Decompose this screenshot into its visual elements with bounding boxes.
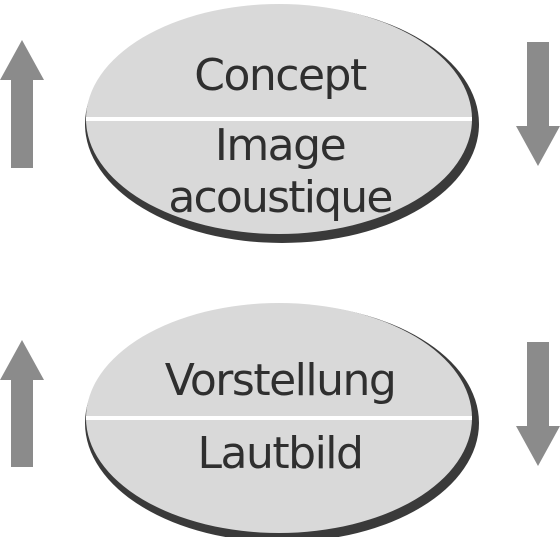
signifier-label-line-1: Lautbild xyxy=(198,428,363,479)
up-arrow-icon xyxy=(0,340,44,467)
sign-german: Vorstellung Lautbild xyxy=(0,303,560,537)
sign-ellipse xyxy=(85,4,479,243)
up-arrow-icon xyxy=(0,40,44,168)
sign-french: Concept Image acoustique xyxy=(0,4,560,243)
signified-label: Concept xyxy=(194,50,367,101)
signifier-label-line-1: Image xyxy=(215,120,345,171)
sign-ellipse xyxy=(85,303,479,537)
down-arrow-icon xyxy=(516,42,560,166)
down-arrow-icon xyxy=(516,342,560,466)
signifier-label-line-2: acoustique xyxy=(168,172,391,223)
signified-label: Vorstellung xyxy=(165,355,396,406)
